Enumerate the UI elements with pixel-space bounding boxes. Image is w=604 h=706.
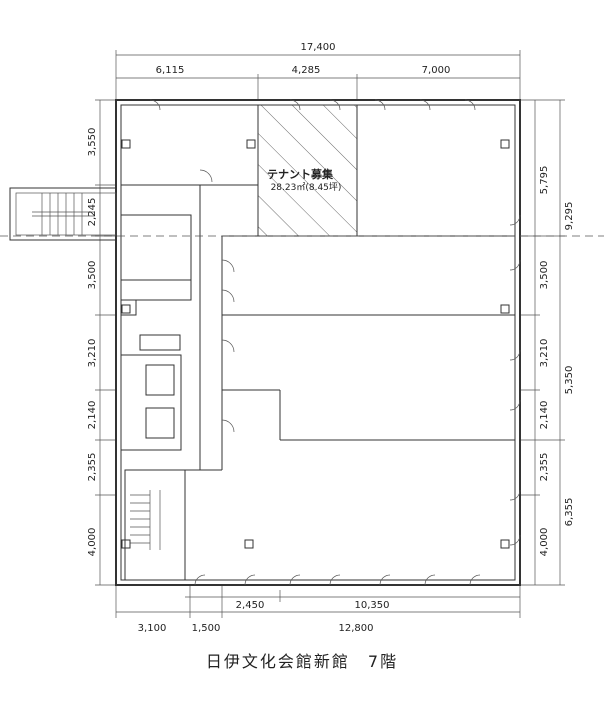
dim-right: 4,000 [539, 528, 550, 557]
dim-top-total: 17,400 [301, 42, 336, 53]
dim-right-outer: 9,295 [564, 202, 575, 231]
dim-right: 2,355 [539, 453, 550, 482]
dim-top: 7,000 [422, 65, 451, 76]
dim-bottom: 10,350 [355, 600, 390, 611]
tenant-label: テナント募集 [267, 167, 334, 181]
dim-top: 6,115 [156, 65, 185, 76]
dim-left: 3,550 [87, 128, 98, 157]
dim-right: 3,500 [539, 261, 550, 290]
dimension-lines [95, 50, 565, 618]
dim-right: 2,140 [539, 401, 550, 430]
dim-left: 3,210 [87, 339, 98, 368]
dim-top: 4,285 [292, 65, 321, 76]
dim-left: 2,355 [87, 453, 98, 482]
dim-left: 4,000 [87, 528, 98, 557]
dim-left: 2,140 [87, 401, 98, 430]
dim-bottom: 12,800 [339, 623, 374, 634]
plan-title: 日伊文化会館新館 7階 [206, 652, 398, 671]
dim-left: 3,500 [87, 261, 98, 290]
dim-bottom: 1,500 [192, 623, 221, 634]
dim-right-outer: 6,355 [564, 498, 575, 527]
dim-left: 2,245 [87, 198, 98, 227]
dim-bottom: 2,450 [236, 600, 265, 611]
building-walls [0, 99, 604, 586]
dim-right: 3,210 [539, 339, 550, 368]
dim-right: 5,795 [539, 166, 550, 195]
tenant-area-text: 28.23㎡(8.45坪) [271, 182, 342, 193]
dim-right-outer: 5,350 [564, 366, 575, 395]
dim-bottom: 3,100 [138, 623, 167, 634]
